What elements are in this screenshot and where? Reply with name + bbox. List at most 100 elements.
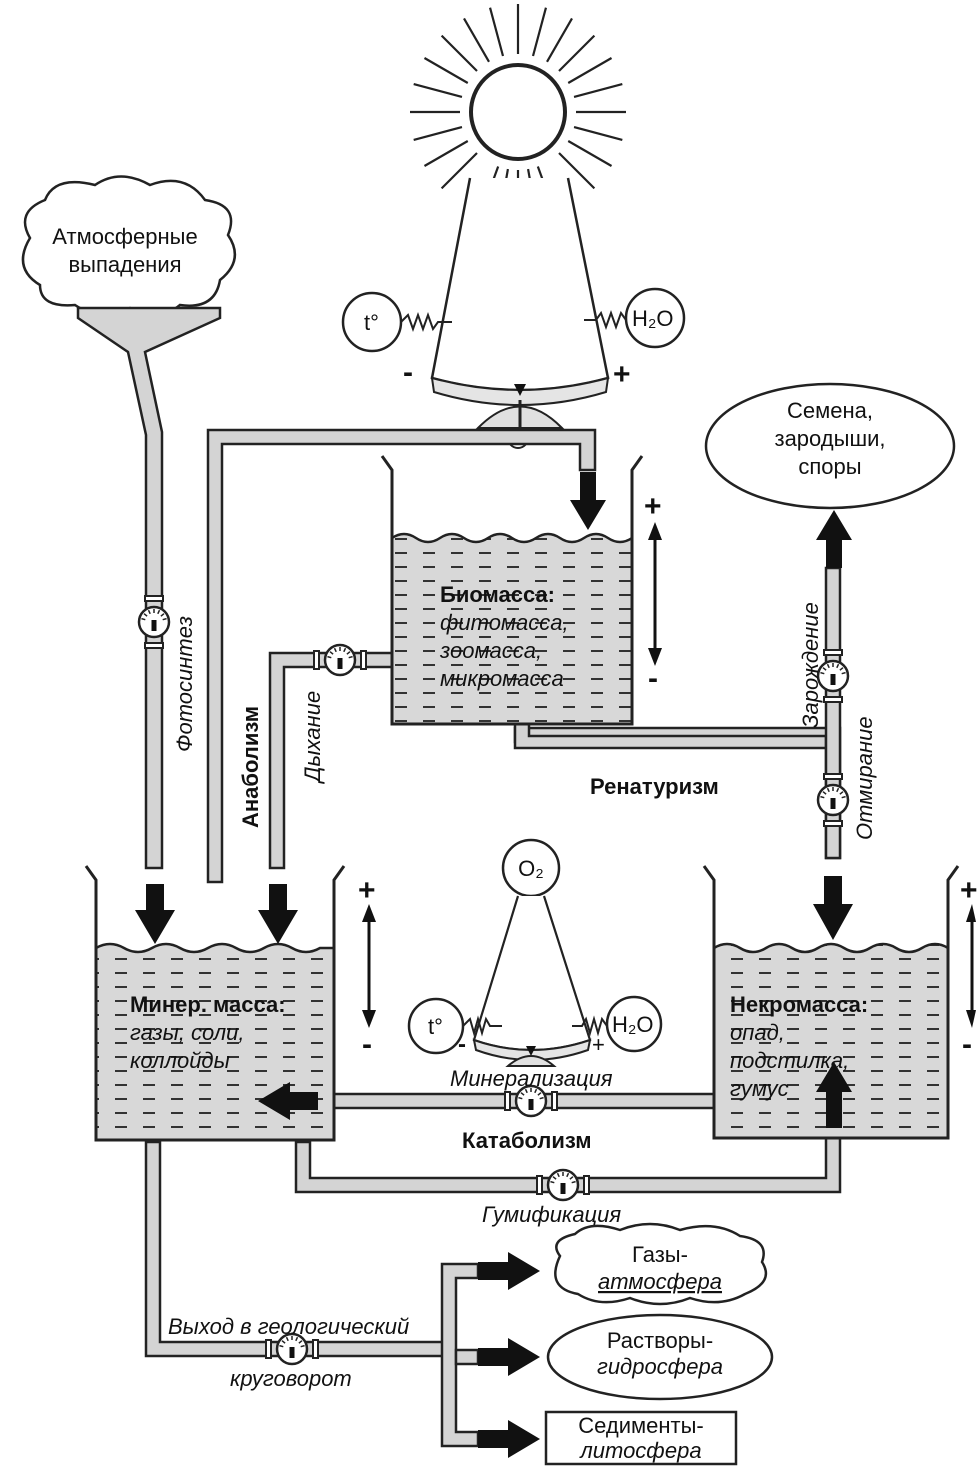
- necromass-title: Некромасса:: [730, 992, 868, 1017]
- arrow-down-mineral-1: [135, 884, 175, 944]
- mineral-minus: -: [362, 1028, 372, 1061]
- sun-ray: [488, 7, 505, 57]
- sun-h2o-label: H₂O: [632, 306, 674, 331]
- seeds-line-1: Семена,: [787, 398, 873, 423]
- soil-t-label: t°: [428, 1014, 443, 1039]
- necromass-line-2: подстилка,: [730, 1048, 849, 1073]
- sun-t-label: t°: [364, 310, 379, 335]
- sun-ray: [558, 152, 596, 190]
- solutions-line-1: Растворы-: [607, 1328, 713, 1353]
- valve-dying: [816, 773, 850, 827]
- seeds-line-2: зародыши,: [774, 426, 885, 451]
- label-geo-exit-1: Выход в геологический: [168, 1314, 409, 1339]
- arrow-right-sediments: [478, 1420, 540, 1458]
- arrow-right-solutions: [478, 1338, 540, 1376]
- atmospheric-line-2: выпадения: [68, 252, 181, 277]
- arrow-right-gases: [478, 1252, 540, 1290]
- biomass-minus: -: [648, 662, 658, 695]
- arrow-down-necromass: [813, 876, 853, 940]
- valves: [137, 595, 850, 1366]
- valve-respiration: [313, 643, 367, 677]
- arrow-down-biomass: [570, 472, 606, 530]
- atmospheric-line-1: Атмосферные: [52, 224, 197, 249]
- sediments-box: Седименты- литосфера: [544, 1410, 738, 1466]
- seeds-oval: Семена, зародыши, споры: [704, 382, 956, 510]
- sun-ray: [423, 140, 469, 167]
- mineral-title: Минер. масса:: [130, 992, 286, 1017]
- label-geo-exit-2: круговорот: [230, 1366, 352, 1391]
- biomass-title: Биомасса:: [440, 582, 555, 607]
- arrow-up-necromass: [816, 1062, 852, 1128]
- valve-mineralization: [504, 1084, 558, 1118]
- solutions-oval: Растворы- гидросфера: [546, 1313, 774, 1401]
- arrow-left-mineral: [258, 1082, 318, 1120]
- level-indicators: + - + - + -: [358, 490, 977, 1061]
- process-labels: Фотосинтез Анаболизм Дыхание Ренатуризм …: [168, 602, 877, 1391]
- gases-line-1: Газы-: [632, 1242, 688, 1267]
- sun-ray: [413, 82, 463, 99]
- necromass-beaker: Некромасса: опад, подстилка, гумус: [702, 865, 960, 1140]
- pipes: [144, 428, 842, 1448]
- sun-ray: [567, 57, 613, 84]
- mineral-beaker: Минер. масса: газы, соли, коллойды: [84, 865, 346, 1142]
- sun-ray: [531, 7, 548, 57]
- mineral-line-2: коллойды: [130, 1048, 230, 1073]
- valve-origination: [816, 649, 850, 703]
- sun-ray: [440, 34, 478, 72]
- sun-ray: [567, 140, 613, 167]
- label-anabolism: Анаболизм: [238, 706, 263, 828]
- seeds-line-3: споры: [798, 454, 861, 479]
- soil-minus: -: [458, 1031, 466, 1058]
- gases-line-2: атмосфера: [598, 1269, 722, 1294]
- biomass-beaker: Биомасса: фитомасса, зоомасса, микромасс…: [380, 455, 644, 726]
- sun-ray: [546, 17, 573, 63]
- sun-plus: +: [613, 358, 631, 391]
- label-mineralization: Минерализация: [450, 1066, 613, 1091]
- label-photosynthesis: Фотосинтез: [172, 616, 197, 752]
- flow-arrows: [135, 472, 853, 1458]
- sediments-line-2: литосфера: [578, 1438, 701, 1463]
- sun-ray: [463, 17, 490, 63]
- sun-ray: [573, 125, 623, 142]
- sediments-line-1: Седименты-: [578, 1413, 704, 1438]
- necromass-line-1: опад,: [730, 1020, 785, 1045]
- sun-ray: [573, 82, 623, 99]
- sun-ray: [423, 57, 469, 84]
- gases-cloud: Газы- атмосфера: [554, 1222, 768, 1306]
- sun-regulator: t° H₂O - +: [341, 177, 686, 449]
- atmospheric-cloud: Атмосферные выпадения: [21, 175, 237, 316]
- soil-regulator: O₂ t° H₂O - +: [407, 838, 663, 1067]
- arrow-up-seeds: [816, 510, 852, 568]
- label-dying: Отмирание: [852, 716, 877, 840]
- water-icon: [624, 287, 686, 349]
- soil-h2o-label: H₂O: [612, 1012, 654, 1037]
- sun-ray: [440, 152, 478, 190]
- sun-ray: [413, 125, 463, 142]
- soil-plus: +: [592, 1032, 605, 1057]
- precipitation-funnel: [76, 306, 222, 870]
- valve-humification: [536, 1168, 590, 1202]
- sun-ray: [558, 34, 596, 72]
- mineral-line-1: газы, соли,: [130, 1020, 245, 1045]
- label-renaturism: Ренатуризм: [590, 774, 719, 799]
- label-respiration: Дыхание: [300, 691, 325, 785]
- label-origination: Зарождение: [798, 602, 823, 728]
- biomass-plus: +: [644, 490, 662, 523]
- necromass-plus: +: [960, 874, 977, 907]
- necromass-line-3: гумус: [730, 1076, 789, 1101]
- valve-photosynthesis: [137, 595, 171, 649]
- biomass-line-3: микромасса: [440, 666, 564, 691]
- sun-minus: -: [403, 356, 413, 389]
- mineral-plus: +: [358, 874, 376, 907]
- soil-water-icon: [605, 995, 663, 1053]
- arrow-down-mineral-2: [258, 884, 298, 944]
- biomass-line-2: зоомасса,: [439, 638, 542, 663]
- solutions-line-2: гидросфера: [597, 1354, 723, 1379]
- valve-geological: [265, 1332, 319, 1366]
- label-humification: Гумификация: [482, 1202, 621, 1227]
- necromass-minus: -: [962, 1028, 972, 1061]
- label-catabolism: Катаболизм: [462, 1128, 592, 1153]
- biomass-line-1: фитомасса,: [440, 610, 569, 635]
- soil-o2-label: O₂: [518, 856, 544, 881]
